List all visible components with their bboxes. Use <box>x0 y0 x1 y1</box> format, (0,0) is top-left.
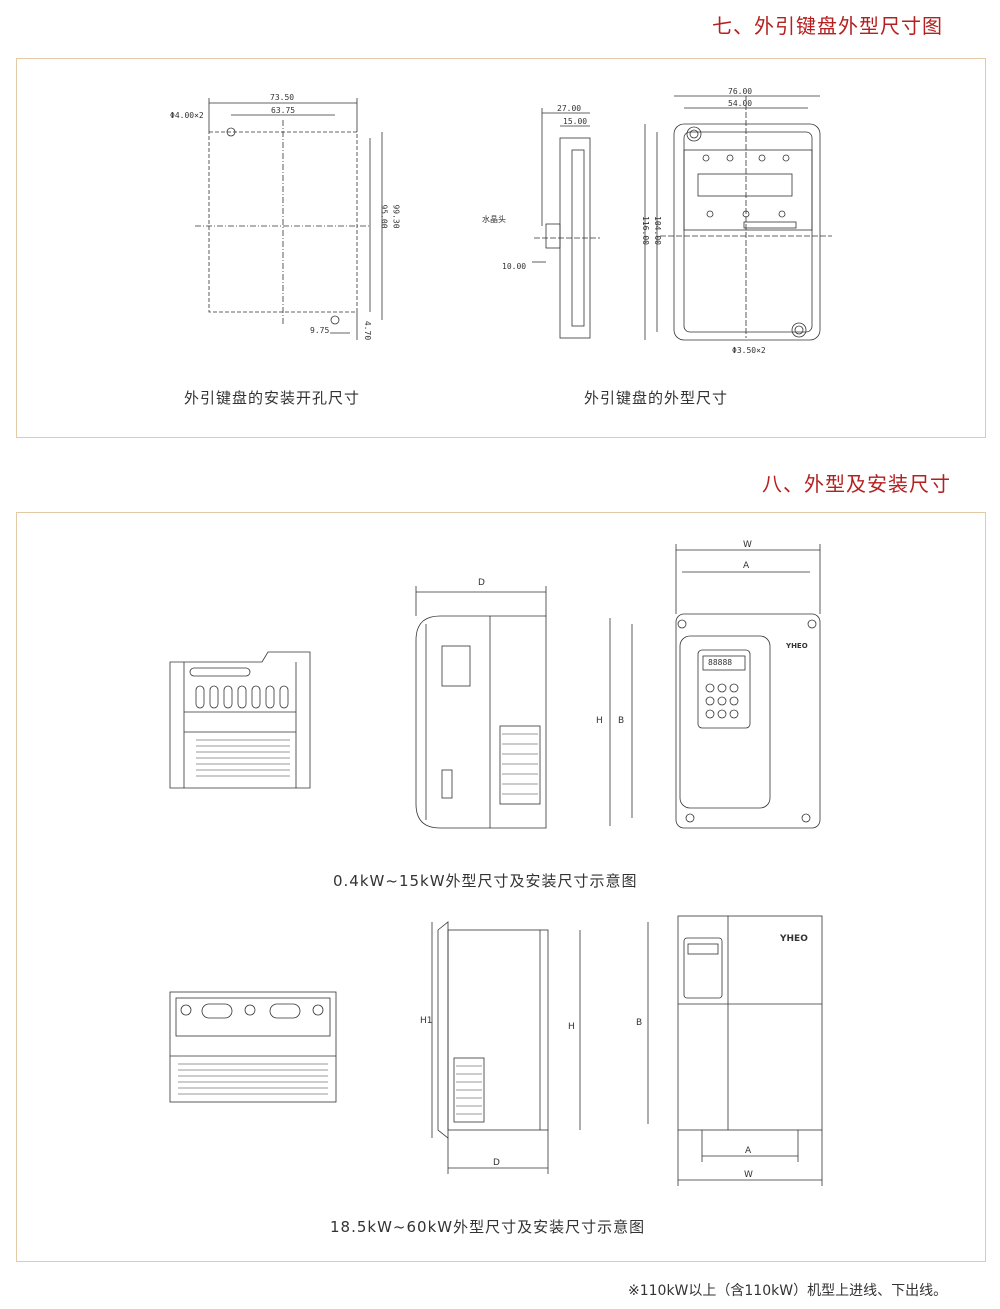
small-dim-w: W <box>743 540 752 550</box>
small-display: 88888 <box>708 658 733 667</box>
small-dim-h: H <box>596 716 603 726</box>
profile-dim-bottom: 10.00 <box>502 262 527 271</box>
section7-title: 七、外引键盘外型尺寸图 <box>712 14 943 38</box>
cutout-hole-bottom <box>330 315 340 325</box>
cutout-dim-top-inner: 63.75 <box>271 106 296 115</box>
profile-dim-top-outer: 27.00 <box>557 104 582 113</box>
large-dim-w: W <box>744 1170 753 1180</box>
front-dim-top-outer: 76.00 <box>728 87 753 96</box>
small-dim-a: A <box>743 561 750 571</box>
small-dim-b: B <box>618 716 625 726</box>
large-top-view <box>169 991 337 1103</box>
cutout-dim-bottom-offset: 9.75 <box>310 326 330 335</box>
section8-title: 八、外型及安装尺寸 <box>762 472 951 496</box>
small-side-view <box>415 615 547 829</box>
cutout-dim-top-outer: 73.50 <box>270 93 295 102</box>
profile-dim-top-inner: 15.00 <box>563 117 588 126</box>
large-dim-a: A <box>745 1146 752 1156</box>
small-dim-d: D <box>478 578 485 588</box>
small-front-view <box>675 613 821 829</box>
panel-keyboard-dimensions <box>16 58 986 438</box>
small-brand: YHEO <box>786 642 808 650</box>
large-brand: YHEO <box>780 934 808 944</box>
front-caption: 外引键盘的外型尺寸 <box>584 389 729 407</box>
caption-large-range: 18.5kW~60kW外型尺寸及安装尺寸示意图 <box>330 1218 646 1236</box>
profile-label-rj45: 水晶头 <box>482 215 506 224</box>
cutout-dim-hole: Φ4.00×2 <box>170 111 204 120</box>
footnote: ※110kW以上（含110kW）机型上进线、下出线。 <box>628 1283 948 1299</box>
panel-enclosure-dimensions <box>16 512 986 1262</box>
large-dim-h: H <box>568 1022 575 1032</box>
large-front-view <box>677 915 823 1131</box>
large-dim-b: B <box>636 1018 643 1028</box>
front-dim-top-inner: 54.00 <box>728 99 753 108</box>
small-top-view <box>169 651 311 789</box>
large-dim-h1: H1 <box>420 1016 433 1026</box>
cutout-caption: 外引键盘的安装开孔尺寸 <box>184 389 361 407</box>
large-side-view <box>447 929 549 1131</box>
cutout-hole-top <box>226 127 236 137</box>
large-dim-d: D <box>493 1158 500 1168</box>
caption-small-range: 0.4kW~15kW外型尺寸及安装尺寸示意图 <box>333 872 638 890</box>
front-dim-hole: Φ3.50×2 <box>732 346 766 355</box>
